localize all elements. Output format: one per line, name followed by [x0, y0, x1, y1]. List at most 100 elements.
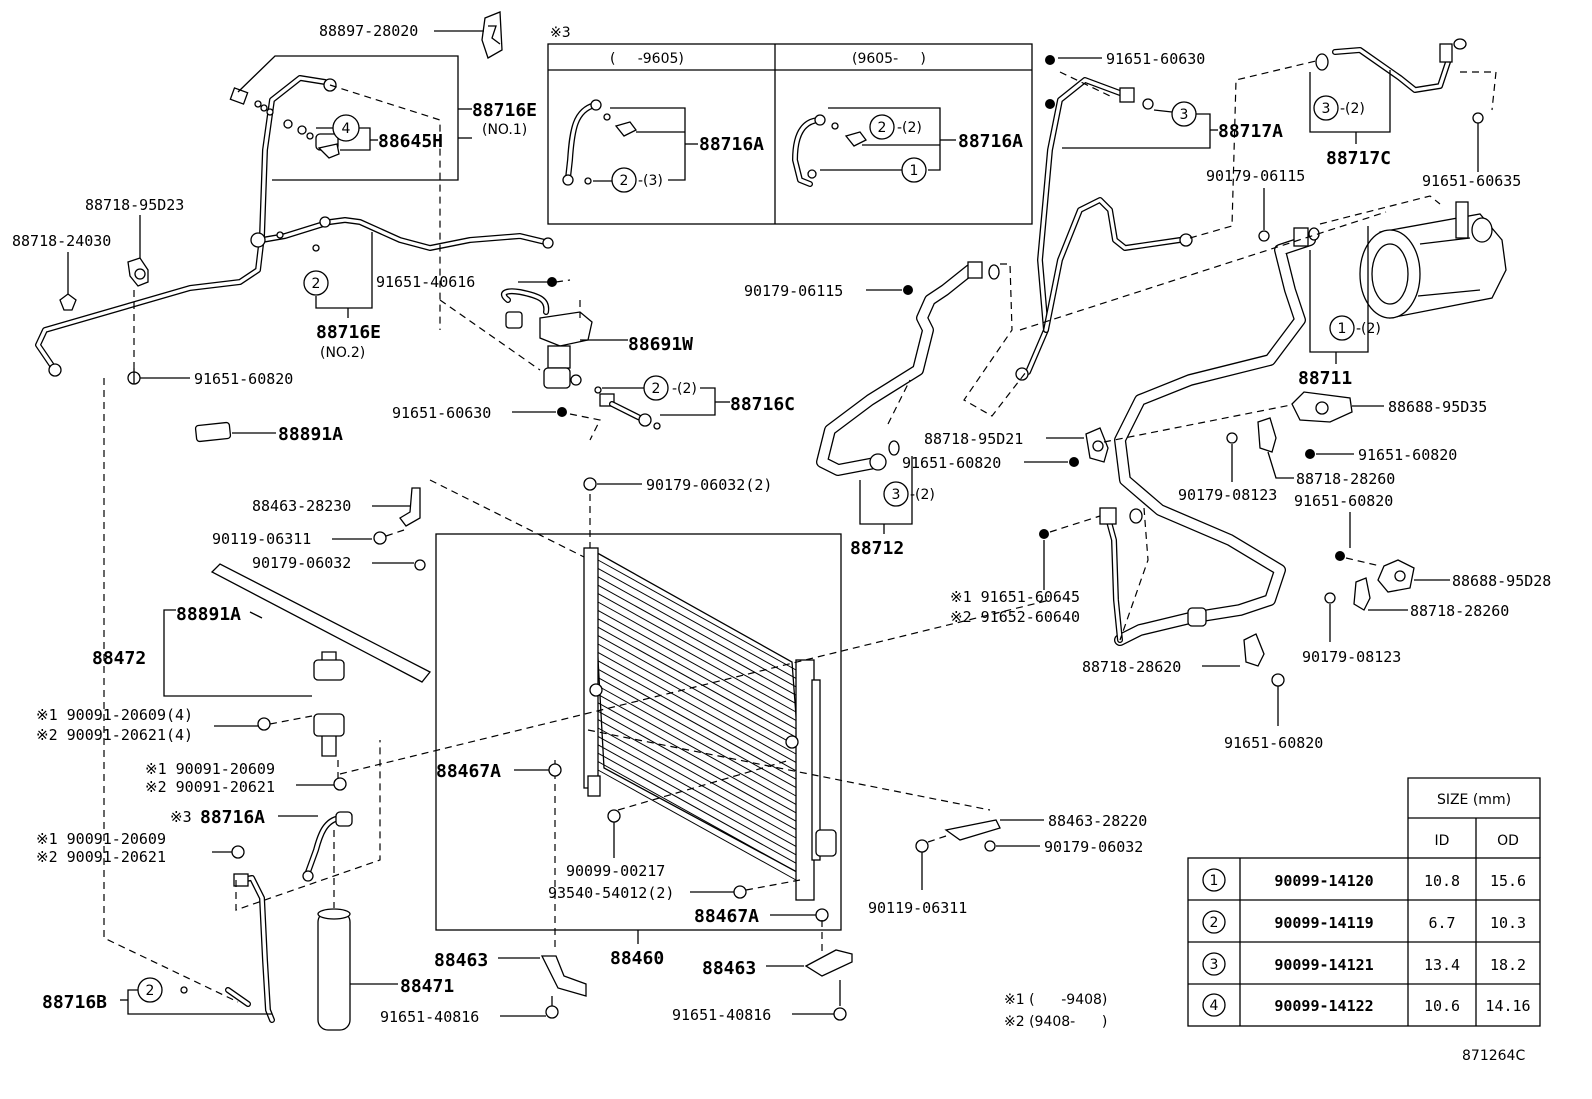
label-88463-28220: 88463-28220	[1048, 812, 1147, 830]
row-id: 10.6	[1424, 997, 1460, 1015]
ring-badge-3-88712	[883, 481, 909, 507]
label-88716C: 88716C	[730, 394, 795, 415]
label-90099-00217: 90099-00217	[566, 862, 665, 880]
condenser-fin	[597, 584, 797, 696]
label-91651-60645: ※1 91651-60645	[950, 588, 1080, 606]
condenser-fin	[597, 626, 797, 738]
label-91651-60820-a: 91651-60820	[194, 370, 293, 388]
bracket-icon	[481, 11, 503, 59]
inset-variant-box: ※3 ( -9605) (9605- ) 2 -(3) 88716A	[547, 25, 1033, 225]
condenser-fin	[597, 677, 797, 789]
row-mark: 3	[1210, 957, 1219, 973]
row-part: 90099-14119	[1274, 914, 1373, 932]
condenser-fin	[597, 668, 797, 780]
label-88688-95D28: 88688-95D28	[1452, 572, 1551, 590]
inset-left-header: ( -9605)	[610, 51, 684, 67]
condenser-fin	[597, 576, 797, 688]
label-90091-20609-b: ※1 90091-20609	[145, 760, 275, 778]
size-table: SIZE (mm) ID OD 1 90099-14120 10.8 15.6 …	[1187, 777, 1541, 1027]
label-90119-06311-a: 90119-06311	[212, 530, 311, 548]
condenser-fin	[597, 609, 797, 721]
condenser-fin	[597, 710, 797, 822]
label-90179-06115-a: 90179-06115	[744, 282, 843, 300]
condenser-fin	[597, 601, 797, 713]
size-table-header: SIZE (mm)	[1437, 792, 1511, 808]
label-88716C-qty: -(2)	[672, 381, 697, 397]
condenser-fin	[597, 727, 797, 839]
label-88716A-s3-mark: ※3	[170, 808, 192, 826]
label-91651-40616: 91651-40616	[376, 273, 475, 291]
label-91651-60820-d: 91651-60820	[1294, 492, 1393, 510]
row-id: 10.8	[1424, 872, 1460, 890]
svg-text:3: 3	[1322, 101, 1331, 117]
inset-right-header: (9605- )	[852, 51, 926, 67]
condenser-fin	[597, 693, 797, 805]
svg-text:2: 2	[146, 983, 155, 999]
table-row: 3 90099-14121 13.4 18.2	[1202, 952, 1526, 976]
label-88718-95D21: 88718-95D21	[924, 430, 1023, 448]
receiver-drier	[317, 911, 351, 1031]
row-id: 13.4	[1424, 956, 1460, 974]
label-88716E-no2-sub: (NO.2)	[320, 345, 365, 361]
svg-text:2: 2	[312, 276, 321, 292]
label-88718-28260-a: 88718-28260	[1296, 470, 1395, 488]
label-91651-60635: 91651-60635	[1422, 172, 1521, 190]
label-90091-20609-4: ※1 90091-20609(4)	[36, 706, 193, 724]
label-91651-60630-a: 91651-60630	[392, 404, 491, 422]
row-od: 18.2	[1490, 956, 1526, 974]
compressor	[1359, 201, 1507, 319]
expansion-valve-group: 88691W 2 -(2) 88716C 91651-60630	[392, 288, 795, 441]
label-88645H: 88645H	[378, 131, 443, 152]
condenser-fin	[597, 635, 797, 747]
svg-text:3: 3	[1180, 107, 1189, 123]
ring-badge-3-88717C	[1313, 95, 1339, 121]
label-88716E-no1-sub: (NO.1)	[482, 122, 527, 138]
svg-text:2: 2	[878, 120, 887, 136]
note-2: ※2 (9408- )	[1004, 1014, 1107, 1030]
label-91651-60630-b: 91651-60630	[1106, 50, 1205, 68]
svg-text:3: 3	[892, 487, 901, 503]
svg-text:1: 1	[1338, 321, 1347, 337]
note-1: ※1 ( -9408)	[1004, 992, 1107, 1008]
svg-text:4: 4	[342, 121, 351, 137]
condenser-fin	[597, 735, 797, 847]
condenser-fin	[597, 660, 797, 772]
upper-left-pipes	[35, 11, 554, 385]
label-91651-60820-c: 91651-60820	[1358, 446, 1457, 464]
row-part: 90099-14120	[1274, 872, 1373, 890]
label-88718-24030: 88718-24030	[12, 232, 111, 250]
row-part: 90099-14121	[1274, 956, 1373, 974]
label-90179-06032-c: 90179-06032	[1044, 838, 1143, 856]
size-table-col-od: OD	[1497, 833, 1519, 849]
receiver-group: 88463-28230 90119-06311 90179-06032 8889…	[36, 378, 601, 1031]
label-88718-28260-b: 88718-28260	[1410, 602, 1509, 620]
inset-left-ring-qty: -(3)	[638, 173, 663, 189]
condenser-fin	[597, 744, 797, 856]
label-88688-95D35: 88688-95D35	[1388, 398, 1487, 416]
label-88691W: 88691W	[628, 334, 693, 355]
label-88718-95D23: 88718-95D23	[85, 196, 184, 214]
label-90179-06032-a: 90179-06032	[252, 554, 351, 572]
inset-right-part-label: 88716A	[958, 131, 1023, 152]
condenser-fin	[597, 651, 797, 763]
label-91651-60820-b: 91651-60820	[902, 454, 1001, 472]
condenser-fin	[597, 769, 797, 881]
label-90091-20609-c: ※1 90091-20609	[36, 830, 166, 848]
label-88467A-a: 88467A	[436, 761, 501, 782]
condenser-fin	[597, 567, 797, 679]
label-88897-28020: 88897-28020	[319, 22, 418, 40]
label-90179-06032-b: 90179-06032(2)	[646, 476, 772, 494]
svg-text:1: 1	[910, 163, 919, 179]
label-88717C-qty: -(2)	[1340, 101, 1365, 117]
label-90091-20621-c: ※2 90091-20621	[36, 848, 166, 866]
table-row: 2 90099-14119 6.7 10.3	[1202, 910, 1526, 934]
label-88716B: 88716B	[42, 992, 107, 1013]
ring-badge-1-88711	[1329, 315, 1355, 341]
table-row: 1 90099-14120 10.8 15.6	[1202, 868, 1526, 892]
label-90119-06311-b: 90119-06311	[868, 899, 967, 917]
label-90179-06115-b: 90179-06115	[1206, 167, 1305, 185]
inset-right-ring-a-qty: -(2)	[897, 120, 922, 136]
label-88716E-no1: 88716E	[472, 100, 537, 121]
condenser-fin	[597, 719, 797, 831]
